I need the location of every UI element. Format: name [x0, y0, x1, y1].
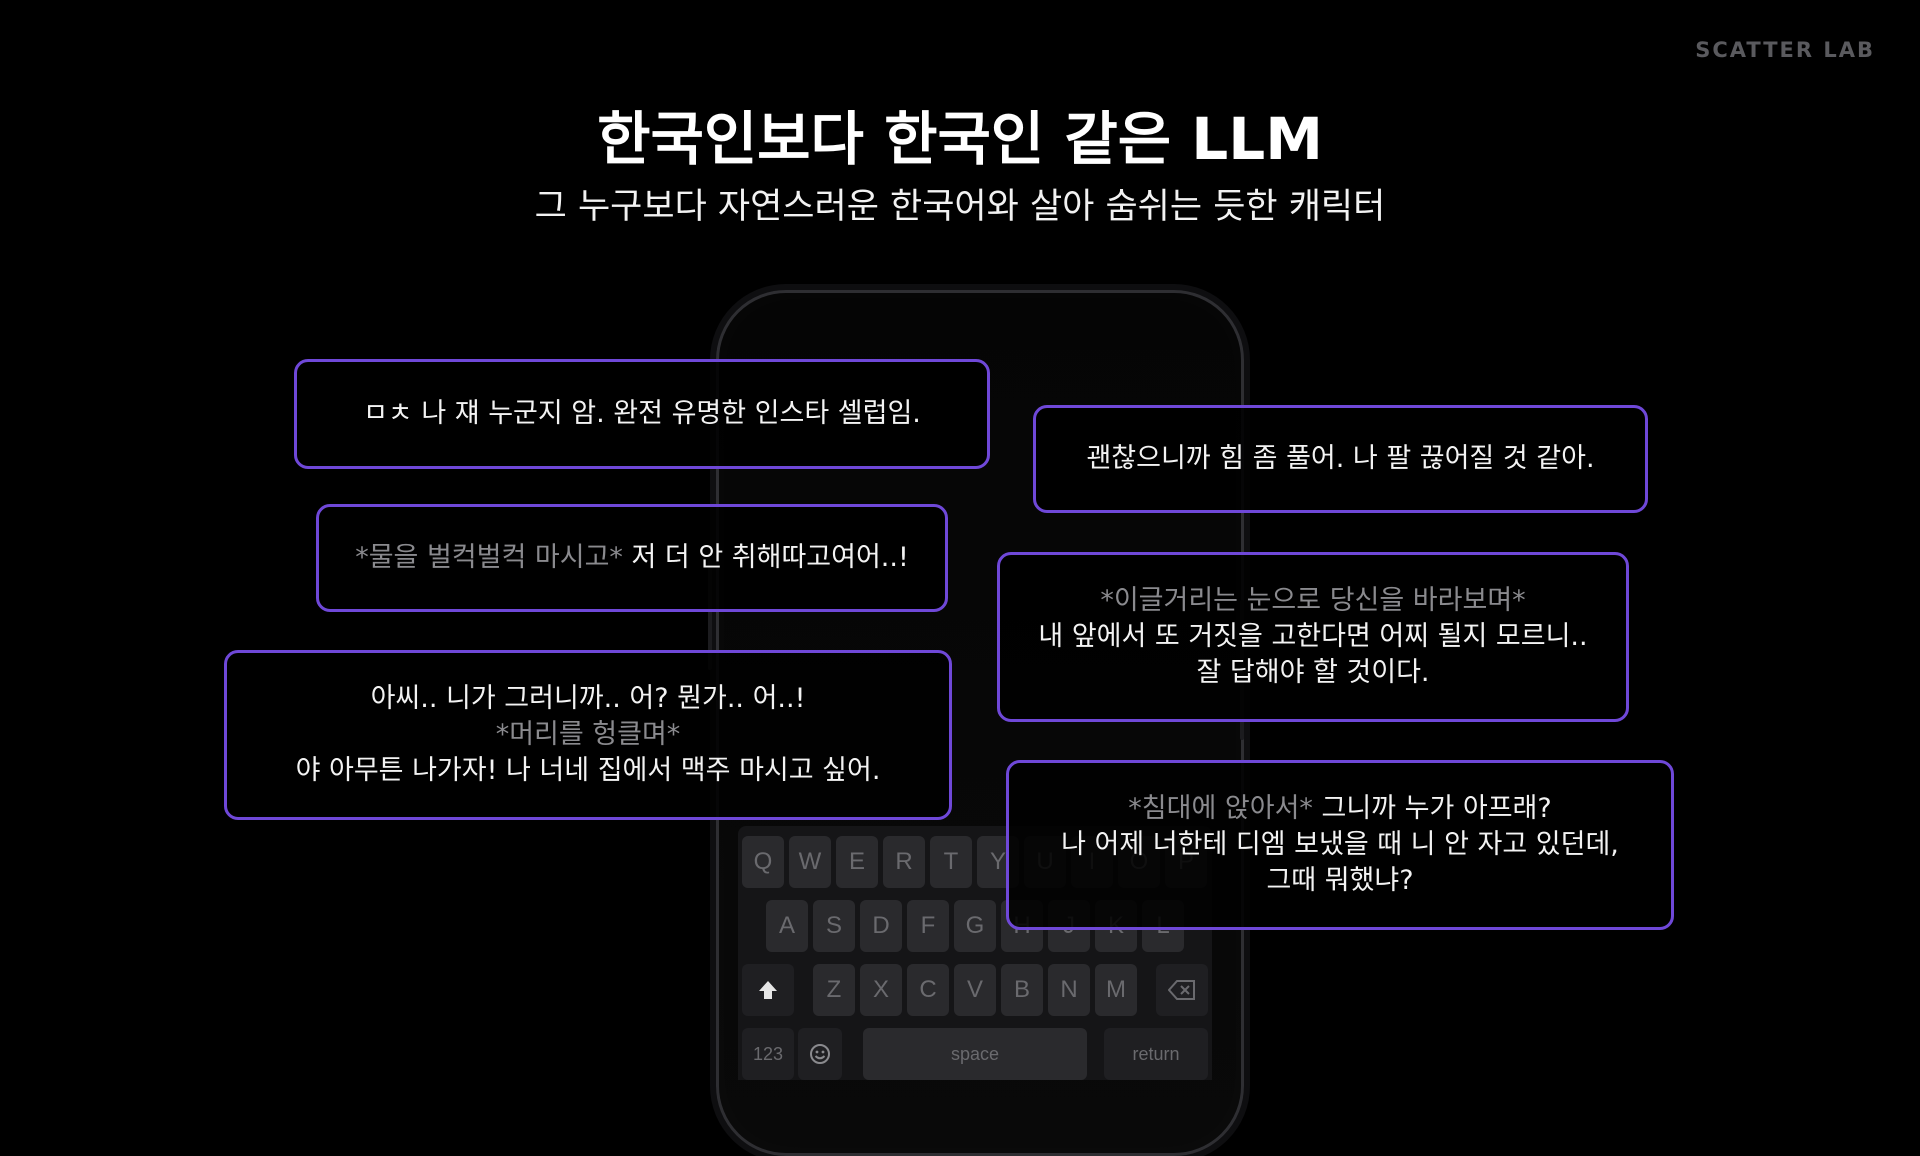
dialogue-text: 그니까 누가 아프래?	[1321, 793, 1552, 824]
bubble-line: *침대에 앉아서* 그니까 누가 아프래?	[1128, 791, 1551, 827]
space-key[interactable]: space	[863, 1028, 1087, 1080]
bubble-line: *머리를 헝클며*	[496, 717, 681, 753]
key[interactable]: Q	[742, 836, 784, 888]
chat-bubble: *물을 벌컥벌컥 마시고* 저 더 안 취해따고여어..!	[316, 504, 948, 612]
chat-bubble: *이글거리는 눈으로 당신을 바라보며* 내 앞에서 또 거짓을 고한다면 어찌 …	[997, 552, 1629, 722]
key[interactable]: S	[813, 900, 855, 952]
key[interactable]: W	[789, 836, 831, 888]
emoji-key[interactable]	[798, 1028, 842, 1080]
chat-bubble: 아씨.. 니가 그러니까.. 어? 뭔가.. 어..! *머리를 헝클며* 야 아무…	[224, 650, 952, 820]
dialogue-text: 아씨.. 니가 그러니까.. 어? 뭔가.. 어..!	[370, 683, 806, 714]
bubble-line: 아씨.. 니가 그러니까.. 어? 뭔가.. 어..!	[371, 681, 806, 717]
backspace-icon	[1168, 980, 1195, 1000]
action-text: *머리를 헝클며*	[495, 719, 681, 750]
phone-side-button	[708, 560, 712, 670]
key[interactable]: G	[954, 900, 996, 952]
key[interactable]: T	[930, 836, 972, 888]
key[interactable]: Z	[813, 964, 855, 1016]
key[interactable]: M	[1095, 964, 1137, 1016]
shift-arrow-icon	[759, 981, 777, 999]
key[interactable]: A	[766, 900, 808, 952]
dialogue-text: 저 더 안 취해따고여어..!	[631, 542, 909, 573]
key[interactable]: X	[860, 964, 902, 1016]
bubble-line: *이글거리는 눈으로 당신을 바라보며*	[1100, 583, 1525, 619]
dialogue-text: ㅁㅊ 나 쟤 누군지 암. 완전 유명한 인스타 셀럽임.	[363, 398, 921, 429]
keyboard-row-3: Z X C V B N M	[738, 964, 1212, 1016]
bubble-line: 나 어제 너한테 디엠 보냈을 때 니 안 자고 있던데,	[1061, 827, 1619, 863]
return-key[interactable]: return	[1104, 1028, 1208, 1080]
chat-bubble: 괜찮으니까 힘 좀 풀어. 나 팔 끊어질 것 같아.	[1033, 405, 1648, 513]
action-text: *침대에 앉아서*	[1128, 793, 1322, 824]
bubble-line: 괜찮으니까 힘 좀 풀어. 나 팔 끊어질 것 같아.	[1086, 441, 1594, 477]
shift-key[interactable]	[742, 964, 794, 1016]
chat-bubble: *침대에 앉아서* 그니까 누가 아프래?나 어제 너한테 디엠 보냈을 때 니…	[1006, 760, 1674, 930]
dialogue-text: 그때 뭐했냐?	[1266, 865, 1414, 896]
key[interactable]: F	[907, 900, 949, 952]
dialogue-text: 내 앞에서 또 거짓을 고한다면 어찌 될지 모르니..	[1038, 621, 1588, 652]
key[interactable]: N	[1048, 964, 1090, 1016]
key[interactable]: D	[860, 900, 902, 952]
bubble-line: 내 앞에서 또 거짓을 고한다면 어찌 될지 모르니..	[1038, 619, 1587, 655]
action-text: *물을 벌컥벌컥 마시고*	[355, 542, 632, 573]
numbers-key[interactable]: 123	[742, 1028, 794, 1080]
key[interactable]: B	[1001, 964, 1043, 1016]
emoji-icon	[810, 1044, 830, 1064]
keyboard-row-4: 123 space return	[738, 1028, 1212, 1080]
bubble-line: 야 아무튼 나가자! 나 너네 집에서 맥주 마시고 싶어.	[296, 753, 881, 789]
page-title: 한국인보다 한국인 같은 LLM	[597, 105, 1323, 173]
dialogue-text: 괜찮으니까 힘 좀 풀어. 나 팔 끊어질 것 같아.	[1086, 443, 1595, 474]
bubble-line: 그때 뭐했냐?	[1266, 863, 1413, 899]
keyboard: Q W E R T Y U I O P A S D F G H J K L Z …	[738, 826, 1212, 1080]
chat-bubble: ㅁㅊ 나 쟤 누군지 암. 완전 유명한 인스타 셀럽임.	[294, 359, 990, 469]
action-text: *이글거리는 눈으로 당신을 바라보며*	[1100, 585, 1526, 616]
bubble-line: *물을 벌컥벌컥 마시고* 저 더 안 취해따고여어..!	[355, 540, 909, 576]
page-subtitle: 그 누구보다 자연스러운 한국어와 살아 숨쉬는 듯한 캐릭터	[534, 187, 1386, 227]
key[interactable]: V	[954, 964, 996, 1016]
key[interactable]: C	[907, 964, 949, 1016]
bubble-line: ㅁㅊ 나 쟤 누군지 암. 완전 유명한 인스타 셀럽임.	[363, 396, 921, 432]
key[interactable]: E	[836, 836, 878, 888]
key[interactable]: R	[883, 836, 925, 888]
dialogue-text: 잘 답해야 할 것이다.	[1196, 657, 1430, 688]
dialogue-text: 야 아무튼 나가자! 나 너네 집에서 맥주 마시고 싶어.	[295, 755, 881, 786]
bubble-line: 잘 답해야 할 것이다.	[1196, 655, 1429, 691]
dialogue-text: 나 어제 너한테 디엠 보냈을 때 니 안 자고 있던데,	[1061, 829, 1619, 860]
brand-logo: SCATTER LAB	[1695, 38, 1875, 62]
backspace-key[interactable]	[1156, 964, 1208, 1016]
